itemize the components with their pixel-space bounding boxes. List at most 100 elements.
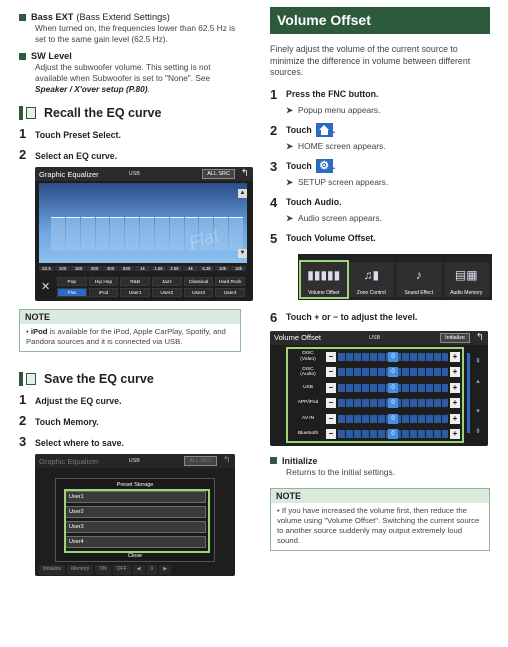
eq-band-slider[interactable] bbox=[169, 217, 184, 251]
volume-offset-row: AV-IN −0+ bbox=[290, 413, 460, 425]
zone-control-tile[interactable]: ♫▮Zone Control bbox=[348, 261, 394, 297]
highlight-frame bbox=[286, 346, 464, 443]
back-arrow-icon[interactable]: ↰ bbox=[475, 331, 484, 343]
scroll-down-icon[interactable]: ▼ bbox=[238, 249, 247, 258]
plus-button[interactable]: + bbox=[450, 367, 460, 377]
minus-button[interactable]: − bbox=[326, 429, 336, 439]
preset-button[interactable]: User3 bbox=[183, 288, 214, 297]
volume-offset-tile[interactable]: ▮▮▮▮▮Volume Offset bbox=[299, 259, 349, 299]
preset-button[interactable]: Classical bbox=[183, 277, 214, 286]
recall-step-1: 1 Touch Preset Select. bbox=[19, 126, 121, 141]
bottom-bar-item[interactable]: Memory bbox=[67, 565, 94, 575]
level-track[interactable]: 0 bbox=[338, 367, 448, 377]
bottom-bar-item[interactable]: ◀ bbox=[132, 565, 145, 575]
close-button[interactable]: Close bbox=[127, 553, 143, 559]
scroll-bottom-icon[interactable]: ⇟ bbox=[475, 427, 481, 435]
level-value: 0 bbox=[388, 351, 398, 362]
sound-effect-icon: ♪ bbox=[415, 267, 422, 282]
scroll-up-icon[interactable]: ▴ bbox=[476, 377, 480, 385]
plus-button[interactable]: + bbox=[450, 429, 460, 439]
minus-button[interactable]: − bbox=[326, 367, 336, 377]
initialize-heading: Initialize bbox=[270, 456, 490, 466]
level-track[interactable]: 0 bbox=[338, 351, 448, 362]
preset-button[interactable]: User1 bbox=[120, 288, 150, 297]
level-track[interactable]: 0 bbox=[338, 429, 448, 439]
eq-frequency-label: 62.5 bbox=[39, 265, 54, 271]
level-track[interactable]: 0 bbox=[338, 382, 448, 393]
preset-button[interactable]: User4 bbox=[215, 288, 245, 297]
eq-band-slider[interactable] bbox=[51, 217, 65, 251]
eq-frequency-label: 1k bbox=[135, 265, 150, 271]
scroll-top-icon[interactable]: ⇞ bbox=[475, 357, 481, 365]
section-bar-icon bbox=[19, 372, 23, 386]
preset-button[interactable]: R&B bbox=[120, 277, 150, 286]
plus-button[interactable]: + bbox=[450, 382, 460, 393]
back-arrow-icon[interactable]: ↰ bbox=[222, 455, 231, 466]
bottom-bar-item[interactable]: ▶ bbox=[159, 565, 172, 575]
plus-button[interactable]: + bbox=[450, 351, 460, 362]
eq-curve-area[interactable]: Flat bbox=[39, 183, 247, 263]
scroll-down-icon[interactable]: ▾ bbox=[476, 407, 480, 415]
plus-button[interactable]: + bbox=[450, 398, 460, 408]
eq-band-slider[interactable] bbox=[110, 217, 125, 251]
dialog-title: Preset Storage bbox=[116, 482, 154, 488]
eq-band-slider[interactable] bbox=[214, 217, 229, 251]
audio-memory-tile[interactable]: ▤▦Audio Memory bbox=[443, 261, 489, 297]
eq-frequency-label: 4k bbox=[183, 265, 198, 271]
eq-band-slider[interactable] bbox=[95, 217, 110, 251]
bottom-bar-item[interactable]: OFF bbox=[112, 565, 131, 575]
sound-effect-tile[interactable]: ♪Sound Effect bbox=[396, 261, 442, 297]
scrollbar[interactable] bbox=[467, 352, 470, 433]
speaker-setup-link[interactable]: Speaker / X'over setup (P.80) bbox=[35, 84, 148, 94]
preset-button[interactable]: User2 bbox=[151, 288, 182, 297]
eq-band-slider[interactable] bbox=[80, 217, 95, 251]
level-value: 0 bbox=[388, 382, 398, 393]
home-icon[interactable] bbox=[315, 123, 333, 137]
preset-button[interactable]: Hard Rock bbox=[215, 277, 245, 286]
note-heading: NOTE bbox=[20, 310, 240, 324]
initialize-button[interactable]: Initialize bbox=[440, 332, 470, 343]
step-2: 2 Touch . bbox=[270, 122, 336, 138]
level-track[interactable]: 0 bbox=[338, 413, 448, 424]
minus-button[interactable]: − bbox=[326, 413, 336, 424]
preset-button[interactable]: iPod bbox=[88, 288, 119, 297]
source-label: DISC(Audio) bbox=[300, 366, 316, 378]
all-src-button[interactable]: ALL SRC bbox=[202, 169, 235, 179]
eq-frequency-label: 1.6k bbox=[151, 265, 166, 271]
eq-band-slider[interactable] bbox=[199, 217, 214, 251]
eq-bands[interactable] bbox=[51, 195, 243, 251]
eq-band-slider[interactable] bbox=[125, 217, 140, 251]
plus-button[interactable]: + bbox=[450, 413, 460, 424]
eq-band-slider[interactable] bbox=[65, 217, 80, 251]
eq-frequency-label: 630 bbox=[119, 265, 134, 271]
eq-screen-title: Graphic Equalizer bbox=[39, 169, 99, 179]
eq-band-slider[interactable] bbox=[229, 217, 243, 251]
level-track[interactable]: 0 bbox=[338, 398, 448, 408]
bass-ext-title: Bass EXT bbox=[31, 12, 74, 22]
storage-user3[interactable]: User3 bbox=[64, 521, 206, 533]
eq-band-slider[interactable] bbox=[184, 217, 199, 251]
preset-button[interactable]: Hip Hop bbox=[88, 277, 119, 286]
highlight-frame bbox=[64, 489, 210, 553]
step-2-result: ➤HOME screen appears. bbox=[286, 140, 386, 151]
gear-icon[interactable]: ⚙ bbox=[315, 159, 333, 173]
minus-button[interactable]: − bbox=[326, 382, 336, 393]
scroll-up-icon[interactable]: ▲ bbox=[238, 189, 247, 198]
sw-level-text: Adjust the subwoofer volume. This settin… bbox=[35, 62, 211, 94]
eq-band-slider[interactable] bbox=[154, 217, 169, 251]
bottom-bar-item[interactable]: Initialize bbox=[39, 565, 66, 575]
save-eq-heading: Save the EQ curve bbox=[19, 372, 241, 386]
back-arrow-icon[interactable]: ↰ bbox=[240, 168, 249, 179]
preset-button[interactable]: Jazz bbox=[151, 277, 182, 286]
left-column: Bass EXT (Bass Extend Settings) When tur… bbox=[19, 0, 253, 576]
bottom-bar-item[interactable]: ON bbox=[95, 565, 111, 575]
volume-offset-row: APP/iPod−0+ bbox=[290, 397, 460, 409]
preset-button[interactable]: Pop bbox=[57, 277, 87, 286]
minus-button[interactable]: − bbox=[326, 351, 336, 362]
bottom-bar-item[interactable]: 0 bbox=[146, 565, 158, 575]
preset-button[interactable]: Flat bbox=[57, 288, 87, 297]
source-label: AV-IN bbox=[301, 415, 315, 421]
close-icon[interactable]: ✕ bbox=[41, 281, 51, 293]
minus-button[interactable]: − bbox=[326, 398, 336, 408]
eq-band-slider[interactable] bbox=[140, 217, 154, 251]
